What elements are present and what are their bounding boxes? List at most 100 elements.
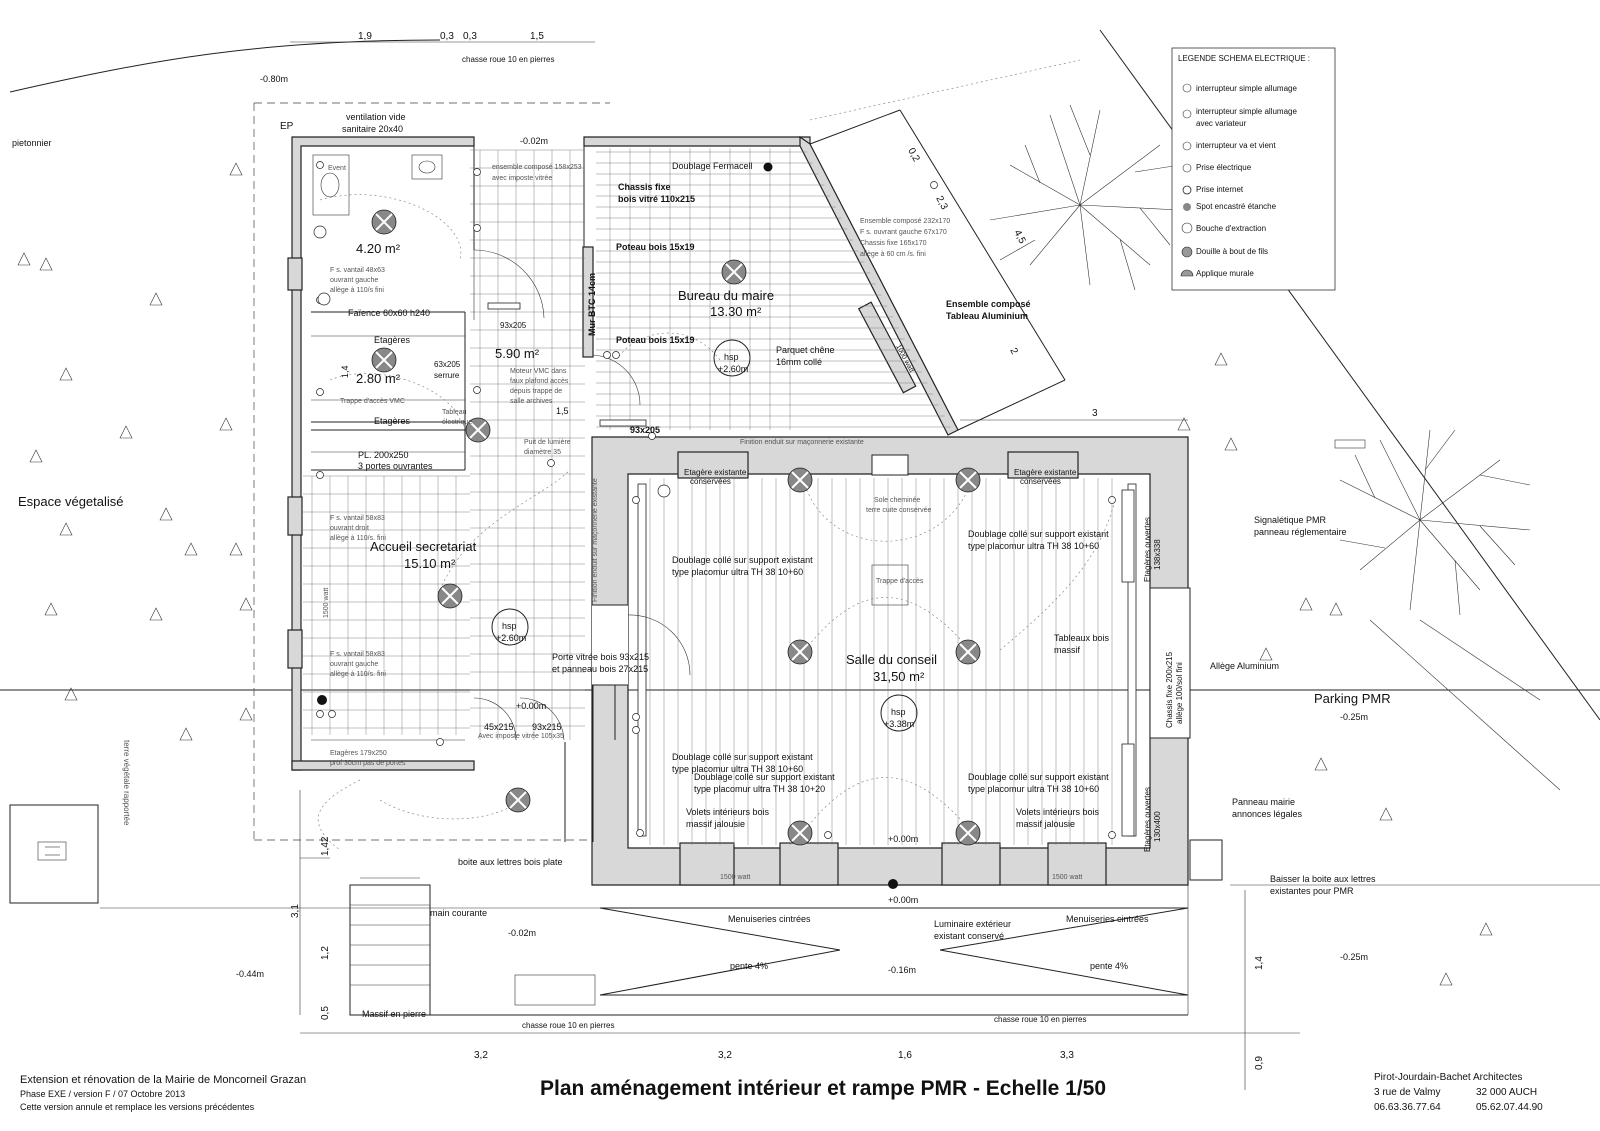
switch-icon (473, 224, 481, 232)
vegetation-triangle (229, 162, 243, 176)
room-storage-area: 2.80 m² (356, 371, 401, 386)
switch-icon (316, 710, 324, 718)
label-chasse-top: chasse roue 10 en pierres (462, 55, 555, 64)
applique-icon (888, 879, 898, 889)
label-finition-vert: Finition enduit sur maçonnerie existante (592, 478, 599, 602)
room-bureau-name: Bureau du maire (678, 288, 774, 303)
label-door-63-1: 63x205 (434, 360, 461, 369)
label-moteur-4: salle archives (510, 398, 553, 405)
vegetation-symbols (17, 162, 1493, 986)
label-baisser-2: existantes pour PMR (1270, 886, 1354, 896)
level-ramp-mid: -0.16m (888, 965, 916, 975)
room-salle-area: 31,50 m² (873, 669, 925, 684)
vegetation-triangle (59, 522, 73, 536)
dim-top-4: 1,5 (530, 31, 544, 42)
label-allege-alu: Allège Aluminium (1210, 661, 1279, 671)
label-ens-bureau-3: Chassis fixe 165x170 (860, 240, 927, 247)
switch-icon (930, 181, 938, 189)
label-porte-vitree-1: Porte vitrée bois 93x215 (552, 652, 649, 662)
vegetation-triangle (159, 507, 173, 521)
label-fs-wc-3: allège à 110/s fini (330, 287, 384, 294)
vmc-icon (657, 484, 671, 498)
vegetation-triangle (1479, 922, 1493, 936)
legend-item-va-et-vient: interrupteur va et vient (1196, 141, 1276, 150)
vegetation-triangle (239, 597, 253, 611)
vegetation-triangle (1259, 647, 1273, 661)
light-fixture-cross (469, 421, 487, 439)
hsp-accueil-label: hsp (502, 621, 517, 631)
vegetation-triangle (1299, 597, 1313, 611)
tree-symbols (989, 104, 1531, 616)
applique-icon (763, 162, 773, 172)
label-baisser-1: Baisser la boite aux lettres (1270, 874, 1376, 884)
dim-top-2: 0,3 (440, 31, 454, 42)
hsp-bureau-marker (713, 339, 751, 377)
label-sole-2: terre cuite conservée (866, 507, 931, 514)
label-parking-pmr: Parking PMR (1314, 691, 1391, 706)
light-fixture-cross (375, 213, 393, 231)
label-pl-1: PL. 200x250 (358, 450, 409, 460)
dim-top-3: 0,3 (463, 31, 477, 42)
label-menuiseries-1: Menuiseries cintrées (728, 914, 811, 924)
switch-icon (1108, 831, 1116, 839)
vegetation-triangle (179, 727, 193, 741)
applique-icon (317, 695, 327, 705)
legend-item-spot: Spot encastré étanche (1196, 202, 1277, 211)
label-fs-acc-b3: allège à 110/s. fini (330, 671, 386, 678)
hsp-bureau-label: hsp (724, 352, 739, 362)
legend-item-variateur-2: avec variateur (1196, 119, 1247, 128)
label-volets-1a: Volets intérieurs bois (686, 807, 770, 817)
dimension-lines (290, 41, 1300, 1090)
label-puit-2: diamètre 35 (524, 449, 561, 456)
hsp-salle-value: +3.38m (884, 719, 914, 729)
label-fs-acc-b2: ouvrant gauche (330, 661, 378, 668)
label-radiator-s1: 1500 watt (720, 874, 750, 881)
architect-city: 32 000 AUCH (1476, 1087, 1537, 1098)
light-fixture-cross (441, 587, 459, 605)
label-door-93-1: 93x205 (500, 321, 527, 330)
label-moteur-3: depuis trappe de (510, 388, 562, 395)
switch-icon (547, 459, 555, 467)
level-front-left: -0.02m (508, 928, 536, 938)
switch-icon (436, 738, 444, 746)
label-etag-ouv-1a: Etagères ouvertes (1143, 517, 1152, 582)
label-tableau-elec-1: Tableau (442, 409, 467, 416)
vmc-icon (313, 225, 327, 239)
label-doublage-e2: type placomur ultra TH 38 10+60 (968, 784, 1099, 794)
label-trappe-acces: Trappe d'accès (876, 578, 924, 585)
label-espace-vegetalise: Espace végetalisé (18, 494, 124, 509)
legend-item-bouche: Bouche d'extraction (1196, 224, 1266, 233)
label-ensemble-1: ensemble composé 158x253 (492, 164, 582, 171)
label-fs-wc-2: ouvrant gauche (330, 277, 378, 284)
label-ep: EP (280, 121, 294, 132)
drawing-title: Plan aménagement intérieur et rampe PMR … (540, 1077, 1106, 1100)
dim-b-32b: 3,2 (718, 1050, 732, 1061)
label-volets-2a: Volets intérieurs bois (1016, 807, 1100, 817)
dim-v-31: 3,1 (290, 904, 301, 918)
label-door-63-2: serrure (434, 371, 460, 380)
light-fixture-cross (791, 824, 809, 842)
label-ens-bureau-2: F s. ouvrant gauche 67x170 (860, 229, 947, 236)
legend-item-variateur: interrupteur simple allumage (1196, 107, 1297, 116)
legend-item-applique: Applique murale (1196, 269, 1254, 278)
label-fs-acc-b1: F s. vantail 58x83 (330, 651, 385, 658)
vegetation-triangle (64, 687, 78, 701)
label-etag-exist-1b: conservées (690, 477, 731, 486)
label-doublage-a2: type placomur ultra TH 38 10+60 (672, 567, 803, 577)
vegetation-triangle (29, 449, 43, 463)
project-phase: Phase EXE / version F / 07 Octobre 2013 (20, 1089, 185, 1099)
label-luminaire-2: existant conservé (934, 931, 1004, 941)
vegetation-triangle (1177, 417, 1191, 431)
label-volets-2b: massif jalousie (1016, 819, 1075, 829)
level-porch: +0.00m (888, 895, 918, 905)
label-ens-bureau-4: allège à 60 cm /s. fini (860, 251, 926, 258)
vegetation-triangle (44, 602, 58, 616)
bureau-room (596, 59, 1081, 436)
architect-phone-2: 05.62.07.44.90 (1476, 1102, 1543, 1113)
salle-conseil-walls (591, 436, 1191, 886)
dim-diag-02: 0,2 (905, 146, 921, 164)
dim-v-09: 0,9 (1254, 1056, 1265, 1070)
label-chassis-fixe-1: Chassis fixe (618, 182, 671, 192)
architect-phone-1: 06.63.36.77.64 (1374, 1102, 1441, 1113)
room-wc-area: 4.20 m² (356, 241, 401, 256)
